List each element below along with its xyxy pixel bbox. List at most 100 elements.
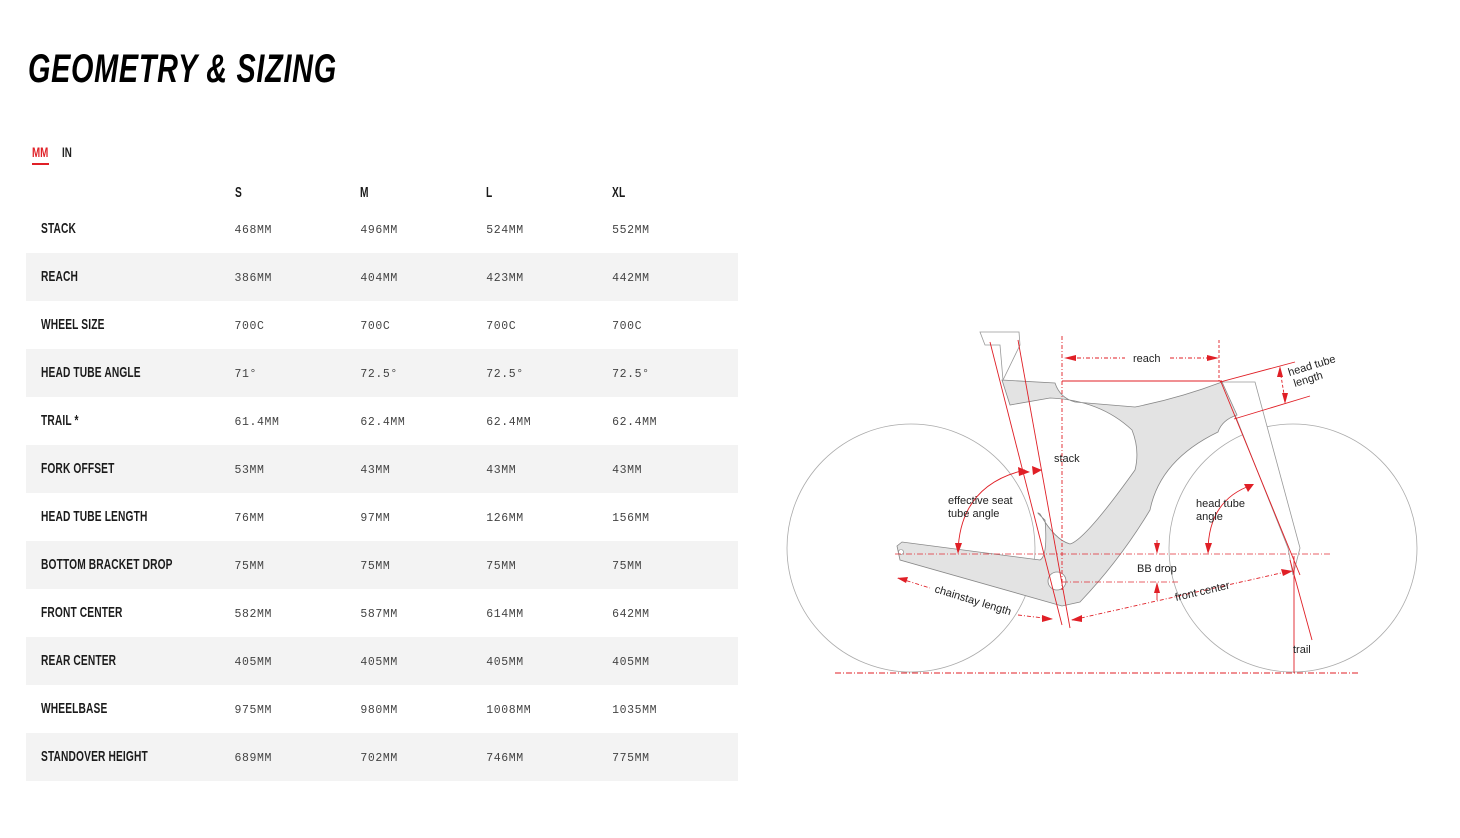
value-cell: 689MM <box>235 733 361 781</box>
unit-tab-mm[interactable]: MM <box>32 144 49 160</box>
cell-value: 72.5° <box>612 368 650 381</box>
value-cell: 72.5° <box>612 349 738 397</box>
cell-value: 72.5° <box>360 368 398 381</box>
page-title: GEOMETRY & SIZING <box>28 47 337 91</box>
cell-value: 62.4MM <box>486 416 532 429</box>
cell-value: 404MM <box>360 272 398 285</box>
cell-value: 386MM <box>234 272 273 285</box>
cell-value: 43MM <box>612 464 643 477</box>
value-cell: 53MM <box>235 445 361 493</box>
cell-value: 614MM <box>486 608 524 621</box>
value-cell: 700C <box>360 301 486 349</box>
value-cell: 43MM <box>612 445 738 493</box>
rear-wheel <box>786 423 1036 673</box>
value-cell: 975MM <box>235 685 361 733</box>
value-cell: 1008MM <box>486 685 612 733</box>
unit-toggle: MM IN <box>32 143 82 165</box>
cell-value: 62.4MM <box>612 416 658 429</box>
value-cell: 405MM <box>235 637 361 685</box>
value-cell: 423MM <box>486 253 612 301</box>
bike-geometry-diagram: reach head tube length stack effective s… <box>780 320 1440 700</box>
cell-value: 75MM <box>234 560 265 573</box>
row-label: STACK <box>41 220 77 237</box>
cell-value: 975MM <box>234 704 273 717</box>
cell-value: 405MM <box>486 656 524 669</box>
row-label: FORK OFFSET <box>41 460 115 477</box>
value-cell: 405MM <box>360 637 486 685</box>
table-header-row: S M L XL <box>26 180 738 205</box>
label-reach: reach <box>1133 353 1161 365</box>
value-cell: 700C <box>612 301 738 349</box>
value-cell: 97MM <box>360 493 486 541</box>
label-trail: trail <box>1293 644 1311 656</box>
cell-value: 43MM <box>486 464 517 477</box>
value-cell: 702MM <box>360 733 486 781</box>
cell-value: 700C <box>360 320 391 333</box>
cell-value: 75MM <box>612 560 643 573</box>
value-cell: 468MM <box>235 205 361 253</box>
value-cell: 43MM <box>360 445 486 493</box>
row-label: HEAD TUBE ANGLE <box>41 364 141 381</box>
row-label: WHEEL SIZE <box>41 316 105 333</box>
table-row: FORK OFFSET 53MM 43MM 43MM 43MM <box>26 445 738 493</box>
value-cell: 72.5° <box>486 349 612 397</box>
value-cell: 43MM <box>486 445 612 493</box>
row-label-cell: BOTTOM BRACKET DROP <box>26 541 235 589</box>
value-cell: 404MM <box>360 253 486 301</box>
cell-value: 700C <box>612 320 643 333</box>
cell-value: 53MM <box>234 464 265 477</box>
row-label-cell: REAR CENTER <box>26 637 235 685</box>
value-cell: 75MM <box>486 541 612 589</box>
cell-value: 126MM <box>486 512 524 525</box>
value-cell: 1035MM <box>612 685 738 733</box>
value-cell: 582MM <box>235 589 361 637</box>
value-cell: 75MM <box>612 541 738 589</box>
cell-value: 775MM <box>612 752 650 765</box>
cell-value: 156MM <box>612 512 650 525</box>
row-label: REACH <box>41 268 78 285</box>
row-label-cell: TRAIL * <box>26 397 235 445</box>
unit-tab-in[interactable]: IN <box>62 144 72 160</box>
header-empty <box>26 180 235 205</box>
value-cell: 386MM <box>235 253 361 301</box>
value-cell: 700C <box>486 301 612 349</box>
cell-value: 97MM <box>360 512 391 525</box>
cell-value: 642MM <box>612 608 650 621</box>
cell-value: 75MM <box>360 560 391 573</box>
value-cell: 61.4MM <box>235 397 361 445</box>
row-label: STANDOVER HEIGHT <box>41 748 148 765</box>
row-label-cell: HEAD TUBE ANGLE <box>26 349 235 397</box>
header-size-xl: XL <box>612 183 626 201</box>
row-label-cell: REACH <box>26 253 235 301</box>
row-label: FRONT CENTER <box>41 604 123 621</box>
label-stack: stack <box>1054 453 1080 465</box>
row-label-cell: HEAD TUBE LENGTH <box>26 493 235 541</box>
cell-value: 72.5° <box>486 368 524 381</box>
cell-value: 980MM <box>360 704 398 717</box>
value-cell: 700C <box>235 301 361 349</box>
label-bb-drop: BB drop <box>1137 563 1177 575</box>
value-cell: 75MM <box>360 541 486 589</box>
label-seat-angle-1: effective seat <box>948 495 1013 507</box>
frame <box>896 379 1238 607</box>
row-label-cell: FRONT CENTER <box>26 589 235 637</box>
label-head-angle-2: angle <box>1196 511 1223 523</box>
cell-value: 43MM <box>360 464 391 477</box>
cell-value: 423MM <box>486 272 524 285</box>
cell-value: 1035MM <box>612 704 658 717</box>
row-label: WHEELBASE <box>41 700 108 717</box>
row-label-cell: WHEEL SIZE <box>26 301 235 349</box>
value-cell: 76MM <box>235 493 361 541</box>
cell-value: 1008MM <box>486 704 532 717</box>
value-cell: 775MM <box>612 733 738 781</box>
value-cell: 62.4MM <box>612 397 738 445</box>
cell-value: 405MM <box>360 656 398 669</box>
cell-value: 524MM <box>486 224 524 237</box>
